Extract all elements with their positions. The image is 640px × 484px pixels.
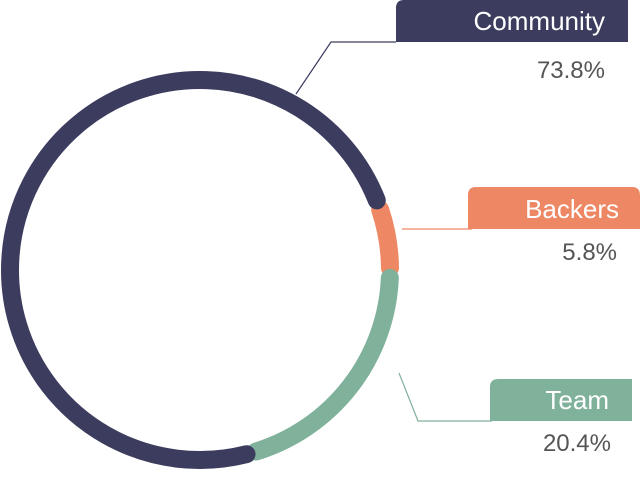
leader-line-community xyxy=(295,41,396,95)
donut-segment-community xyxy=(1,71,386,469)
label-box-backers xyxy=(468,187,640,229)
leader-line-team xyxy=(398,372,492,422)
value-team: 20.4% xyxy=(543,430,611,457)
donut-segment-backers xyxy=(371,200,399,277)
label-backers: Backers xyxy=(525,194,619,224)
label-box-community xyxy=(396,0,628,42)
value-community: 73.8% xyxy=(537,57,605,84)
callout-community: Community 73.8% xyxy=(295,0,628,95)
label-box-team xyxy=(490,379,632,421)
label-community: Community xyxy=(474,6,605,36)
callout-team: Team 20.4% xyxy=(398,372,632,457)
value-backers: 5.8% xyxy=(562,239,617,266)
callout-backers: Backers 5.8% xyxy=(402,187,640,266)
donut-ring xyxy=(1,71,399,469)
label-team: Team xyxy=(545,385,609,415)
donut-segment-team xyxy=(247,268,399,461)
